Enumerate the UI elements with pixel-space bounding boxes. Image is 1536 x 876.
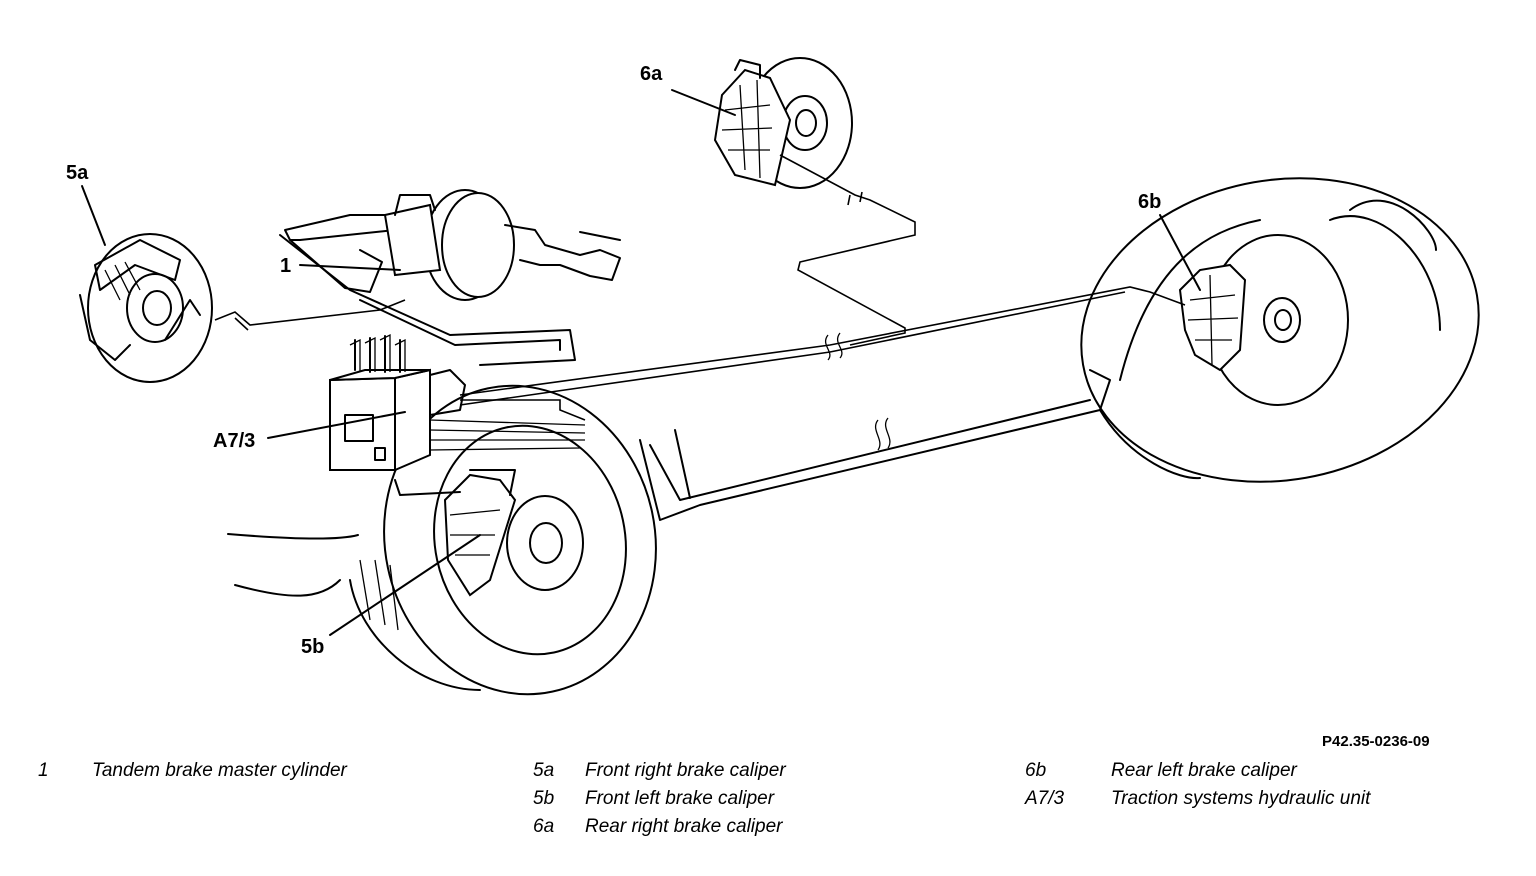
hydraulic-unit — [329, 333, 586, 496]
callout-a7-3: A7/3 — [213, 430, 256, 452]
callout-6b: 6b — [1138, 191, 1162, 213]
legend-text: Rear right brake caliper — [585, 816, 783, 837]
callout-6a: 6a — [640, 63, 663, 85]
front-right-brake-assembly — [79, 233, 213, 383]
master-cylinder-booster — [279, 189, 621, 366]
legend-text: Front right brake caliper — [585, 760, 786, 781]
brake-system-diagram — [79, 57, 1480, 696]
legend-key: 5a — [533, 760, 555, 781]
legend-key: 6b — [1025, 760, 1047, 781]
callout-5b: 5b — [301, 636, 325, 658]
callout-leaders — [81, 89, 1201, 636]
legend-text: Front left brake caliper — [585, 788, 775, 809]
rear-right-brake-assembly — [713, 57, 853, 189]
legend-key: 5b — [533, 788, 555, 809]
legend-key: 1 — [38, 760, 49, 781]
callout-5a: 5a — [66, 162, 89, 184]
figure-code: P42.35-0236-09 — [1322, 733, 1430, 750]
rear-left-brake-assembly — [1080, 177, 1480, 483]
vehicle-body-outline — [227, 219, 1261, 597]
callout-1: 1 — [280, 255, 292, 277]
brake-lines — [214, 154, 1186, 421]
legend-text: Tandem brake master cylinder — [92, 760, 347, 781]
legend-text: Rear left brake caliper — [1111, 760, 1297, 781]
legend-key: A7/3 — [1025, 788, 1065, 809]
legend-key: 6a — [533, 816, 555, 837]
legend-text: Traction systems hydraulic unit — [1111, 788, 1371, 809]
